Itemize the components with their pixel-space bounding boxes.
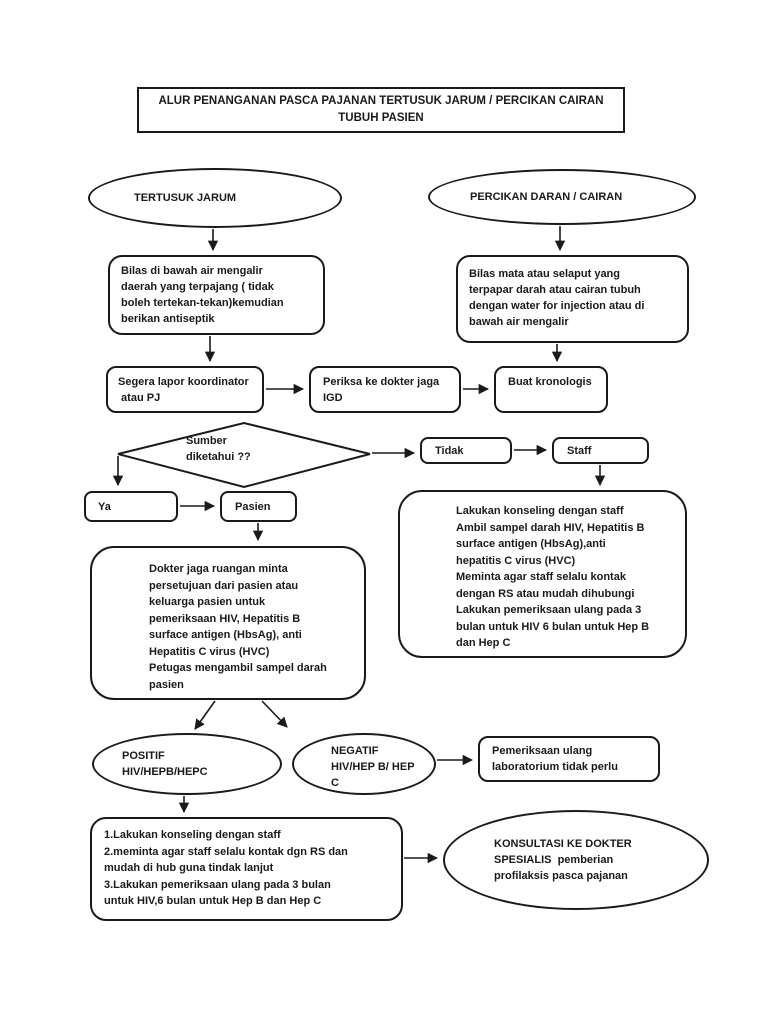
node-pemeriksaan-ulang-tidak-perlu: Pemeriksaan ulang laboratorium tidak per… (478, 736, 660, 782)
node-tidak-label: Tidak (435, 445, 464, 457)
node-negatif-hiv-hepb-hepc: NEGATIF HIV/HEP B/ HEP C (292, 733, 436, 795)
node-percikan-darah-cairan: PERCIKAN DARAN / CAIRAN (428, 169, 696, 225)
node-konseling-staff-branch: Lakukan konseling dengan staff Ambil sam… (398, 490, 687, 658)
page-title-text: ALUR PENANGANAN PASCA PAJANAN TERTUSUK J… (158, 95, 604, 124)
node-positif-hiv-hepb-hepc: POSITIF HIV/HEPB/HEPC (92, 733, 282, 795)
node-staff: Staff (552, 437, 649, 464)
node-pemeriksaan-ulang-tidak-perlu-text: Pemeriksaan ulang laboratorium tidak per… (492, 745, 618, 773)
node-positif-hiv-hepb-hepc-text: POSITIF HIV/HEPB/HEPC (122, 750, 208, 778)
node-staff-label: Staff (567, 445, 592, 457)
node-buat-kronologis-text: Buat kronologis (508, 376, 592, 388)
node-bilas-air-mengalir: Bilas di bawah air mengalir daerah yang … (108, 255, 325, 335)
node-periksa-dokter-igd-text: Periksa ke dokter jaga IGD (323, 376, 440, 404)
node-persetujuan-pasien-branch-text: Dokter jaga ruangan minta persetujuan da… (149, 563, 327, 691)
node-ya: Ya (84, 491, 178, 522)
node-negatif-hiv-hepb-hepc-text: NEGATIF HIV/HEP B/ HEP C (331, 745, 415, 789)
node-periksa-dokter-igd: Periksa ke dokter jaga IGD (309, 366, 461, 413)
node-ya-label: Ya (98, 501, 111, 513)
node-tindak-lanjut-positif-text: 1.Lakukan konseling dengan staff 2.memin… (104, 829, 348, 907)
decision-sumber-diketahui-text: Sumber diketahui ?? (186, 435, 251, 463)
node-bilas-air-mengalir-text: Bilas di bawah air mengalir daerah yang … (121, 265, 284, 325)
decision-diamond-shape (117, 421, 371, 489)
node-tindak-lanjut-positif: 1.Lakukan konseling dengan staff 2.memin… (90, 817, 403, 921)
node-konsultasi-dokter-spesialis-text: KONSULTASI KE DOKTER SPESIALIS pemberian… (494, 838, 632, 882)
node-konseling-staff-branch-text: Lakukan konseling dengan staff Ambil sam… (456, 505, 650, 649)
node-buat-kronologis: Buat kronologis (494, 366, 608, 413)
node-persetujuan-pasien-branch: Dokter jaga ruangan minta persetujuan da… (90, 546, 366, 700)
node-tertusuk-jarum: TERTUSUK JARUM (88, 168, 342, 228)
node-pasien: Pasien (220, 491, 297, 522)
node-percikan-darah-cairan-label: PERCIKAN DARAN / CAIRAN (470, 191, 623, 203)
page-title: ALUR PENANGANAN PASCA PAJANAN TERTUSUK J… (137, 87, 625, 133)
node-konsultasi-dokter-spesialis: KONSULTASI KE DOKTER SPESIALIS pemberian… (443, 810, 709, 910)
node-segera-lapor-koordinator: Segera lapor koordinator atau PJ (106, 366, 264, 413)
node-pasien-label: Pasien (235, 501, 271, 513)
node-bilas-mata-selaput-text: Bilas mata atau selaput yang terpapar da… (469, 268, 645, 328)
node-segera-lapor-koordinator-text: Segera lapor koordinator atau PJ (118, 376, 249, 404)
node-tertusuk-jarum-label: TERTUSUK JARUM (134, 192, 237, 204)
node-tidak: Tidak (420, 437, 512, 464)
node-bilas-mata-selaput: Bilas mata atau selaput yang terpapar da… (456, 255, 689, 343)
decision-sumber-diketahui: Sumber diketahui ?? (186, 433, 306, 465)
